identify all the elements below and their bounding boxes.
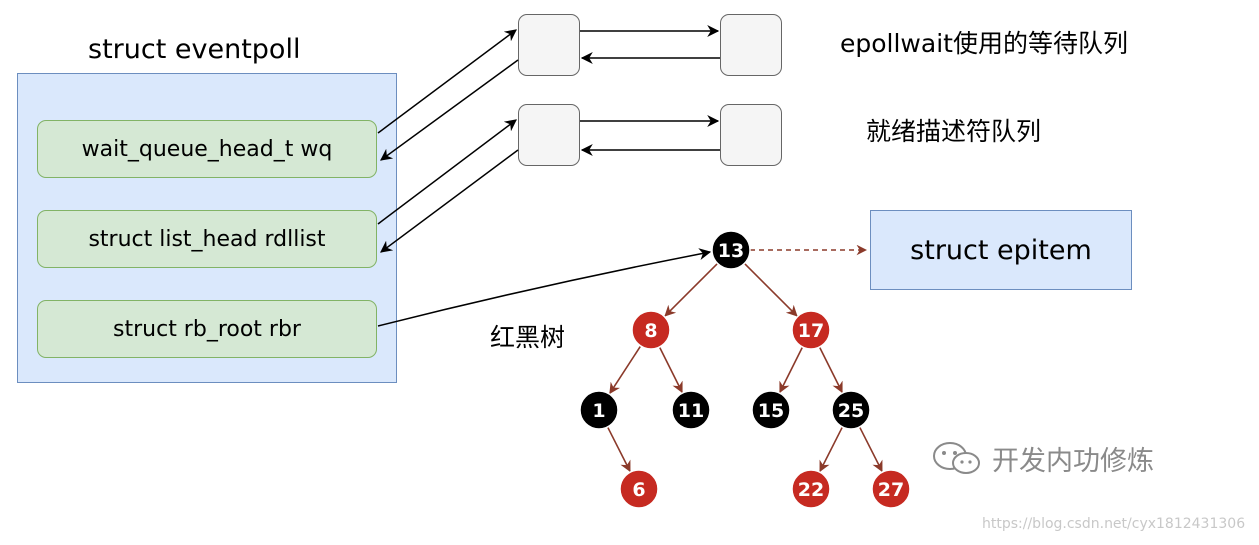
tree-node-27: 27 <box>871 469 911 509</box>
tree-node-17: 17 <box>791 310 831 350</box>
tree-node-circle <box>791 469 831 509</box>
tree-node-label: 11 <box>678 400 704 422</box>
tree-node-6: 6 <box>619 469 659 509</box>
ready-queue-node-1 <box>518 104 580 166</box>
tree-node-label: 17 <box>798 320 824 342</box>
tree-edge-n13-n17 <box>743 262 798 317</box>
tree-edge-n13-n8 <box>664 262 719 317</box>
tree-node-circle <box>671 390 711 430</box>
field-rdllist: struct list_head rdllist <box>37 210 377 268</box>
tree-edge-n25-n27 <box>858 426 883 473</box>
tree-edge-n17-n15 <box>779 346 804 394</box>
wait-queue-node-2 <box>720 14 782 76</box>
tree-node-1: 1 <box>579 390 619 430</box>
tree-node-label: 8 <box>644 320 657 342</box>
tree-node-label: 15 <box>758 400 784 422</box>
rdllist-to-ready-queue-arrow <box>377 119 517 225</box>
field-wait-queue: wait_queue_head_t wq <box>37 120 377 178</box>
tree-node-15: 15 <box>751 390 791 430</box>
tree-node-label: 1 <box>592 400 605 422</box>
wq-to-wait-queue-arrow <box>377 29 517 134</box>
tree-node-circle <box>619 469 659 509</box>
tree-node-label: 13 <box>718 240 744 262</box>
epitem-box: struct epitem <box>870 210 1132 290</box>
tree-node-25: 25 <box>831 390 871 430</box>
wait-queue-to-wq-arrow <box>380 59 519 161</box>
wechat-icon <box>933 442 980 474</box>
watermark-text: 开发内功修炼 <box>992 445 1154 477</box>
tree-edge-n8-n11 <box>658 346 683 394</box>
tree-node-13: 13 <box>711 230 751 270</box>
tree-node-circle <box>711 230 751 270</box>
wait-queue-label: epollwait使用的等待队列 <box>840 29 1128 58</box>
tree-node-circle <box>751 390 791 430</box>
ready-queue-to-rdllist-arrow <box>380 149 519 253</box>
tree-edge-n25-n22 <box>819 426 844 473</box>
tree-node-label: 22 <box>798 479 824 501</box>
tree-node-22: 22 <box>791 469 831 509</box>
ready-queue-label: 就绪描述符队列 <box>866 117 1042 146</box>
tree-edges <box>606 262 883 473</box>
eventpoll-title: struct eventpoll <box>88 34 301 65</box>
tree-node-circle <box>871 469 911 509</box>
watermark-url: https://blog.csdn.net/cyx1812431306 <box>982 516 1246 532</box>
wait-queue-node-1 <box>518 14 580 76</box>
rbr-to-root-arrow <box>377 248 712 327</box>
watermark: 开发内功修炼 <box>930 438 1154 478</box>
field-rbr: struct rb_root rbr <box>37 300 377 358</box>
tree-node-circle <box>631 310 671 350</box>
tree-label: 红黑树 <box>490 323 566 352</box>
tree-node-label: 6 <box>632 479 645 501</box>
tree-edge-n1-n6 <box>606 426 631 473</box>
tree-edge-n8-n1 <box>609 345 642 395</box>
tree-node-circle <box>579 390 619 430</box>
tree-node-label: 27 <box>878 479 904 501</box>
ready-queue-node-2 <box>720 104 782 166</box>
tree-node-circle <box>831 390 871 430</box>
tree-node-circle <box>791 310 831 350</box>
tree-node-8: 8 <box>631 310 671 350</box>
tree-node-label: 25 <box>838 400 864 422</box>
tree-edge-n17-n25 <box>818 346 843 394</box>
tree-node-11: 11 <box>671 390 711 430</box>
